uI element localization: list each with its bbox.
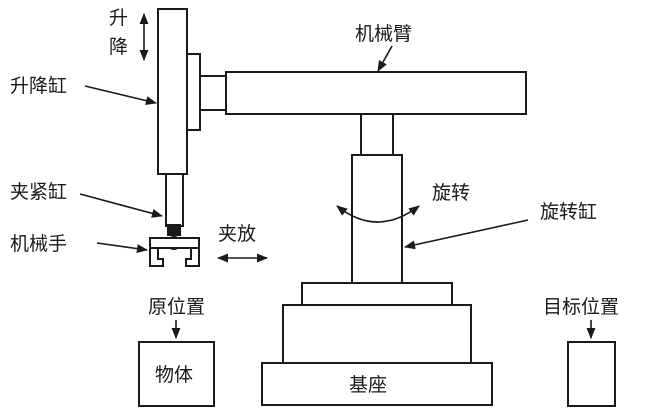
base-tier-top [301,282,453,306]
origin-position-label: 原位置 [148,296,205,318]
gripper-crossbar [149,237,200,249]
object-label: 物体 [155,364,193,386]
rotary-column-upper [360,113,394,156]
rotation-label: 旋转 [432,182,470,204]
arm-mount-plate [186,53,201,131]
arm-label: 机械臂 [355,23,412,45]
lift-cylinder-leader [84,85,158,106]
lift-cylinder-label: 升降缸 [10,75,67,97]
rotary-cylinder-label: 旋转缸 [540,201,597,223]
lift-motion-top-label: 升 [109,7,128,29]
rotation-arrow [336,205,420,223]
base-tier-middle [282,304,472,364]
clamp-release-label: 夹放 [218,223,256,245]
clamp-cylinder-block [167,224,181,236]
clamp-cylinder-label: 夹紧缸 [10,181,67,203]
gripper-left-finger [149,247,164,267]
gripper-label: 机械手 [10,233,67,255]
base-tier-bottom [261,362,493,406]
lift-piston-rod [165,173,184,227]
arm-beam [225,71,527,115]
rotary-cylinder-leader [403,219,529,250]
base-label: 基座 [349,374,387,396]
object-box [138,341,215,407]
arm-connector [199,75,227,111]
lift-motion-bottom-label: 降 [109,36,128,58]
target-box [567,341,616,407]
gripper-right-finger [185,247,200,267]
target-position-label: 目标位置 [543,296,619,318]
gripper-leader [96,242,149,254]
clamp-cylinder-leader [79,193,164,218]
lift-cylinder-body [157,8,188,175]
arm-leader [377,45,393,72]
